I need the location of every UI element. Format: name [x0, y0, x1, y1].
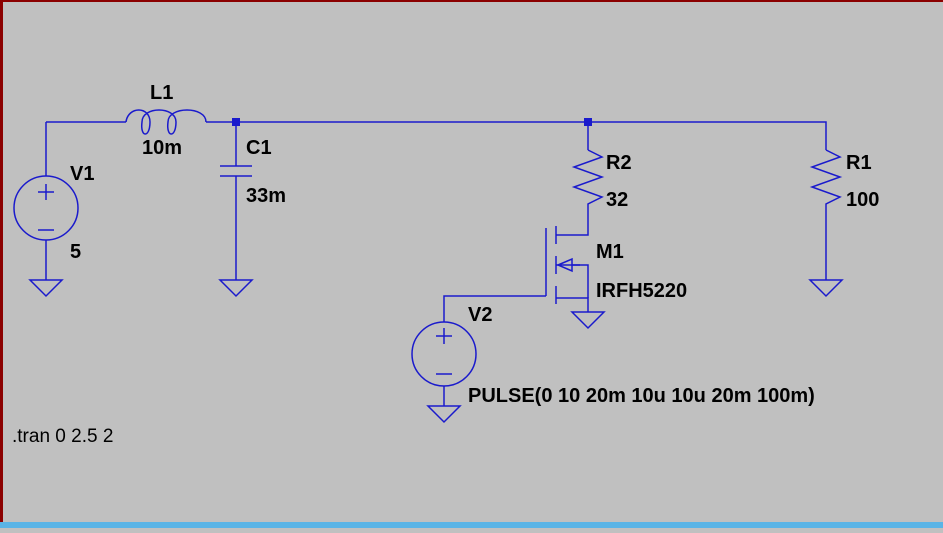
voltage-source-v1-circle	[13, 175, 79, 241]
v1-value-label: 5	[70, 241, 81, 263]
inductor-l1[interactable]	[125, 109, 207, 135]
ground-icon-r1[interactable]	[808, 279, 844, 298]
c1-value-label: 33m	[246, 185, 286, 207]
frame-top-border	[0, 0, 943, 2]
resistor-r1-zigzag	[809, 149, 843, 210]
mosfet-m1-body-line	[556, 264, 589, 298]
m1-value-label: IRFH5220	[596, 280, 687, 302]
voltage-source-v2[interactable]	[411, 321, 477, 387]
mosfet-m1-arrow-icon	[556, 257, 580, 273]
resistor-r1[interactable]	[809, 149, 843, 210]
frame-left-border	[0, 0, 3, 528]
frame-bottom-border	[0, 522, 943, 528]
junction-dot-r2	[584, 118, 592, 126]
wire-r2-to-drain[interactable]	[556, 210, 589, 236]
voltage-source-v2-circle	[411, 321, 477, 387]
inductor-l1-coil	[125, 109, 207, 135]
ground-icon-v2[interactable]	[426, 405, 462, 424]
v2-name-label: V2	[468, 304, 492, 326]
voltage-source-v1-plus-icon	[38, 184, 54, 200]
resistor-r2[interactable]	[571, 149, 605, 210]
c1-name-label: C1	[246, 137, 272, 159]
l1-value-label: 10m	[142, 137, 182, 159]
v1-name-label: V1	[70, 163, 94, 185]
wire-source-to-gnd[interactable]	[556, 297, 589, 312]
m1-name-label: M1	[596, 241, 624, 263]
l1-name-label: L1	[150, 82, 173, 104]
wire-gate-to-v2[interactable]	[443, 295, 546, 322]
ground-icon-v1[interactable]	[28, 279, 64, 298]
voltage-source-v2-plus-icon	[436, 328, 452, 344]
capacitor-c1[interactable]	[220, 165, 252, 177]
spice-directive[interactable]: .tran 0 2.5 2	[12, 426, 113, 447]
r1-value-label: 100	[846, 189, 879, 211]
mosfet-m1[interactable]	[545, 226, 589, 304]
v2-value-label: PULSE(0 10 20m 10u 10u 20m 100m)	[468, 385, 815, 407]
resistor-r2-zigzag	[571, 149, 605, 210]
wire-top-rail[interactable]	[206, 121, 827, 150]
r1-name-label: R1	[846, 152, 872, 174]
ground-icon-c1[interactable]	[218, 279, 254, 298]
wires	[45, 121, 827, 406]
junction-dot-c1	[232, 118, 240, 126]
ground-icon-m1[interactable]	[570, 311, 606, 330]
r2-value-label: 32	[606, 189, 628, 211]
r2-name-label: R2	[606, 152, 632, 174]
voltage-source-v1[interactable]	[13, 175, 79, 241]
